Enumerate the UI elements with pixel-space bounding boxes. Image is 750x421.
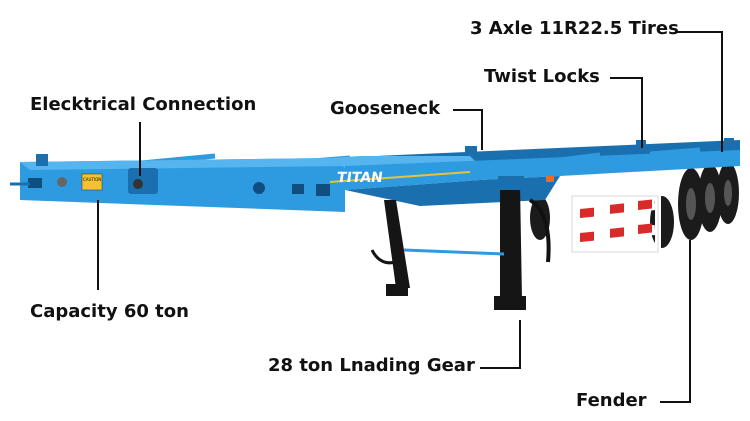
leader-landing-gear	[480, 320, 521, 369]
caution-decal-text: CAUTION	[83, 177, 101, 182]
landing-gear	[370, 176, 526, 310]
rear-guard	[569, 193, 661, 255]
gooseneck-label: Gooseneck	[330, 98, 441, 119]
electrical-box	[128, 168, 158, 194]
container-chassis-trailer: TITAN CAUTION	[10, 138, 740, 310]
stripe	[329, 171, 471, 183]
front-frame	[20, 158, 345, 212]
twist-locks-label: Twist Locks	[484, 66, 600, 87]
capacity-label: Capacity 60 ton	[30, 301, 189, 322]
leader-gooseneck	[453, 109, 483, 150]
landing-gear-label: 28 ton Lnading Gear	[268, 355, 475, 376]
tires-label: 3 Axle 11R22.5 Tires	[470, 18, 679, 39]
leader-fender	[660, 240, 691, 403]
electrical-connection-label: Elecktrical Connection	[30, 94, 257, 115]
air-hose	[528, 198, 551, 263]
leader-lines	[97, 31, 723, 403]
brand-text: TITAN	[336, 170, 384, 186]
leader-twist-locks	[610, 77, 643, 148]
near-side-rail	[345, 150, 740, 190]
caution-decal	[81, 173, 103, 191]
fender-label: Fender	[576, 390, 647, 411]
leader-tires	[676, 31, 723, 152]
